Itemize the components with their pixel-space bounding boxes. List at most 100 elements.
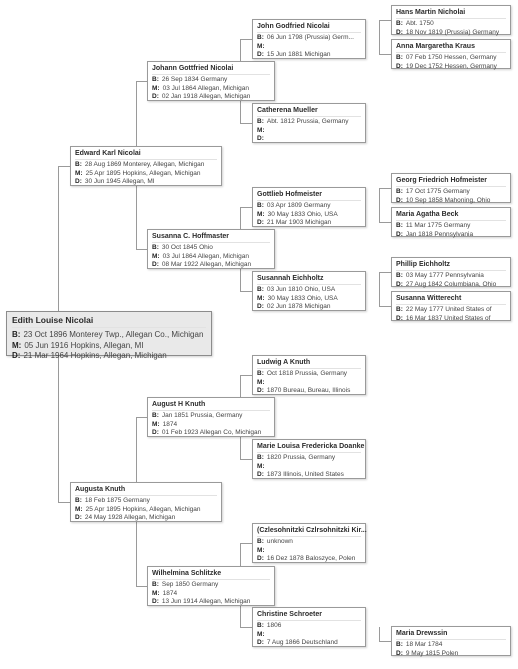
marriage-line: M:25 Apr 1895 Hopkins, Allegan, Michigan [75,506,217,515]
field-label: M: [75,505,83,513]
field-value: 23 Oct 1896 Monterey Twp., Allegan Co., … [23,330,204,339]
person-name[interactable]: August H Knuth [152,400,270,411]
birth-line: B:1806 [257,622,361,631]
marriage-line: M: [257,631,361,640]
birth-line: B:22 May 1777 United States of [396,306,506,315]
connector-line [58,166,70,167]
connector-line [240,543,252,544]
person-name[interactable]: John Godfried Nicolai [257,22,361,33]
connector-line [58,502,70,503]
field-value: 19 Dec 1752 Hessen, Germany [405,62,497,70]
person-name[interactable]: Catherena Mueller [257,106,361,117]
field-label: D: [396,280,403,288]
field-value: 16 Mar 1837 United States of [405,314,491,322]
death-line: D:10 Sep 1858 Mahoning, Ohio [396,197,506,206]
field-value: Oct 1818 Prussia, Germany [266,370,348,377]
person-name[interactable]: Johann Gottfried Nicolai [152,64,270,75]
connector-line [240,375,252,376]
field-label: B: [152,412,159,419]
field-value: 1873 Illinois, United States [266,471,344,478]
birth-line: B:03 May 1777 Pennsylvania [396,272,506,281]
field-label: B: [257,370,264,377]
person-name[interactable]: Susanna Witterecht [396,294,506,305]
death-line: D:02 Jan 1918 Allegan, Michigan [152,93,270,102]
person-name[interactable]: Hans Martin Nicholai [396,8,506,19]
death-line: D:01 Feb 1923 Allegan Co, Michigan [152,429,270,438]
field-label: D: [257,471,264,478]
field-label: B: [257,118,264,125]
person-name[interactable]: Susannah Eichholtz [257,274,361,285]
field-label: B: [257,622,264,629]
death-line: D:1870 Bureau, Bureau, Illinois [257,387,361,396]
marriage-line: M: [257,127,361,136]
person-name[interactable]: Gottlieb Hofmeister [257,190,361,201]
person-name[interactable]: Wilhelmina Schlitzke [152,569,270,580]
person-name[interactable]: Christine Schroeter [257,610,361,621]
person-name[interactable]: Marie Louisa Fredericka Doanke [257,442,364,453]
field-label: B: [12,330,21,339]
field-value: 27 Aug 1842 Columbiana, Ohio [405,280,497,288]
person-name[interactable]: Edward Karl Nicolai [75,149,217,160]
connector-line [379,272,391,273]
field-label: D: [396,314,403,322]
field-value: 18 Mar 1784 [405,641,443,648]
person-name[interactable]: Edith Louise Nicolai [12,315,206,328]
person-name[interactable]: Susanna C. Hoffmaster [152,232,270,243]
field-value: 03 Jun 1810 Ohio, USA [266,286,336,293]
person-name[interactable]: Georg Friedrich Hofmeister [396,176,506,187]
birth-line: B:03 Apr 1809 Germany [257,202,361,211]
field-label: B: [396,222,403,229]
person-name[interactable]: Maria Drewssin [396,629,506,640]
death-line: D:08 Mar 1922 Allegan, Michigan [152,261,270,270]
person-name[interactable]: Anna Margaretha Kraus [396,42,506,53]
field-value: 1874 [162,420,178,428]
person-name[interactable]: Ludwig A Knuth [257,358,361,369]
person-name[interactable]: (Czlesohnitzki Czlrsohnitzki Kir... [257,526,367,537]
field-value: 01 Feb 1923 Allegan Co, Michigan [161,429,262,436]
field-label: D: [257,135,264,142]
field-label: M: [12,340,22,350]
field-label: D: [257,555,264,562]
field-value: 24 May 1928 Allegan, Michigan [84,514,176,521]
marriage-line: M: [257,379,361,388]
field-label: D: [396,62,403,70]
person-name[interactable]: Augusta Knuth [75,485,217,496]
field-label: M: [152,589,160,597]
birth-line: B:30 Oct 1845 Ohio [152,244,270,253]
marriage-line: M:30 May 1833 Ohio, USA [257,211,361,220]
marriage-line: M: [257,43,361,52]
person-card[interactable]: (Czlesohnitzki Czlrsohnitzki Kir...B:unk… [252,523,367,563]
death-line: D: [257,135,361,144]
field-label: M: [257,378,265,386]
person-name[interactable]: Maria Agatha Beck [396,210,506,221]
connector-line [240,123,252,124]
birth-line: B:Oct 1818 Prussia, Germany [257,370,361,379]
field-label: B: [257,286,264,293]
field-label: D: [257,51,264,58]
field-label: B: [152,76,159,83]
field-label: B: [75,497,82,504]
person-name[interactable]: Phillip Eichholtz [396,260,506,271]
